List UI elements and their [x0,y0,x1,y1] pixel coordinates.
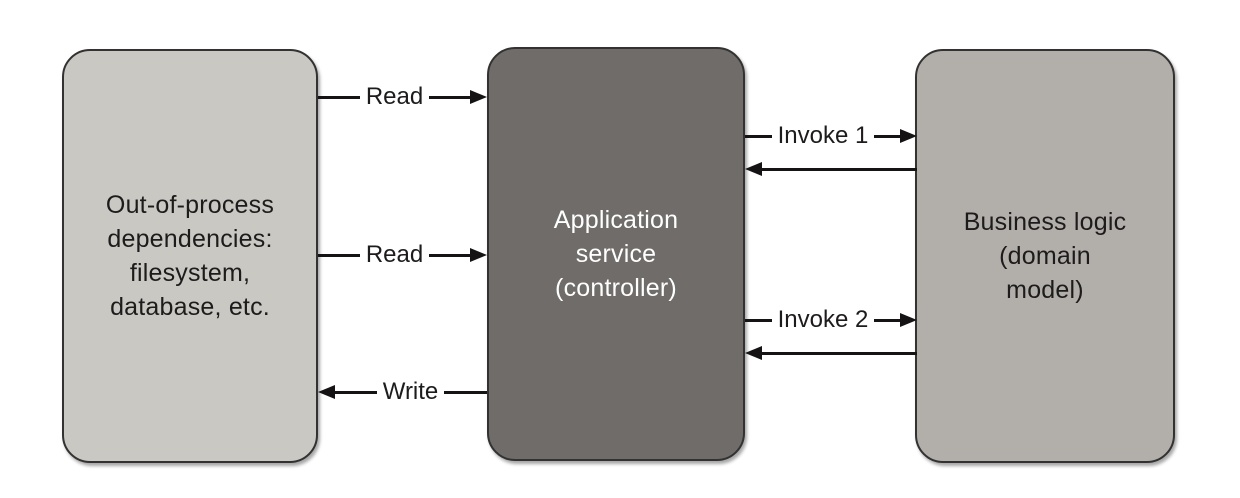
arrow-invoke-2: Invoke 2 [745,305,918,335]
arrowhead-left-icon [745,162,762,176]
arrow-return-1 [745,154,917,184]
arrowhead-left-icon [318,385,335,399]
arrow-line [874,318,902,322]
box-business-logic-label: Business logic (domain model) [963,208,1127,304]
arrow-line [745,134,772,138]
arrow-line [429,253,471,257]
arrow-read-middle: Read [318,240,487,270]
arrow-line [429,95,471,99]
box-application-service-label: Application service (controller) [553,206,679,302]
arrowhead-right-icon [900,129,918,143]
box-out-of-process-dependencies: Out-of-process dependencies: filesystem,… [62,49,318,463]
arrowhead-left-icon [745,346,762,360]
arrow-line [334,390,377,394]
arrow-read-middle-label: Read [365,241,424,268]
arrow-line [761,351,917,355]
arrow-write: Write [318,377,487,407]
arrow-invoke-1: Invoke 1 [745,121,918,151]
box-business-logic: Business logic (domain model) [915,49,1175,463]
arrow-line [318,253,360,257]
arrow-line [318,95,360,99]
box-out-of-process-dependencies-label: Out-of-process dependencies: filesystem,… [105,191,275,321]
arrowhead-right-icon [470,248,487,262]
arrow-write-label: Write [382,378,439,405]
arrowhead-right-icon [900,313,918,327]
arrow-read-top-label: Read [365,83,424,110]
arrow-read-top: Read [318,82,487,112]
arrow-return-2 [745,338,917,368]
arrow-line [745,318,772,322]
arrow-line [761,167,917,171]
arrow-line [444,390,487,394]
arrowhead-right-icon [470,90,487,104]
arrow-line [874,134,902,138]
box-application-service: Application service (controller) [487,47,745,461]
arrow-invoke-2-label: Invoke 2 [777,306,869,333]
arrow-invoke-1-label: Invoke 1 [777,122,869,149]
